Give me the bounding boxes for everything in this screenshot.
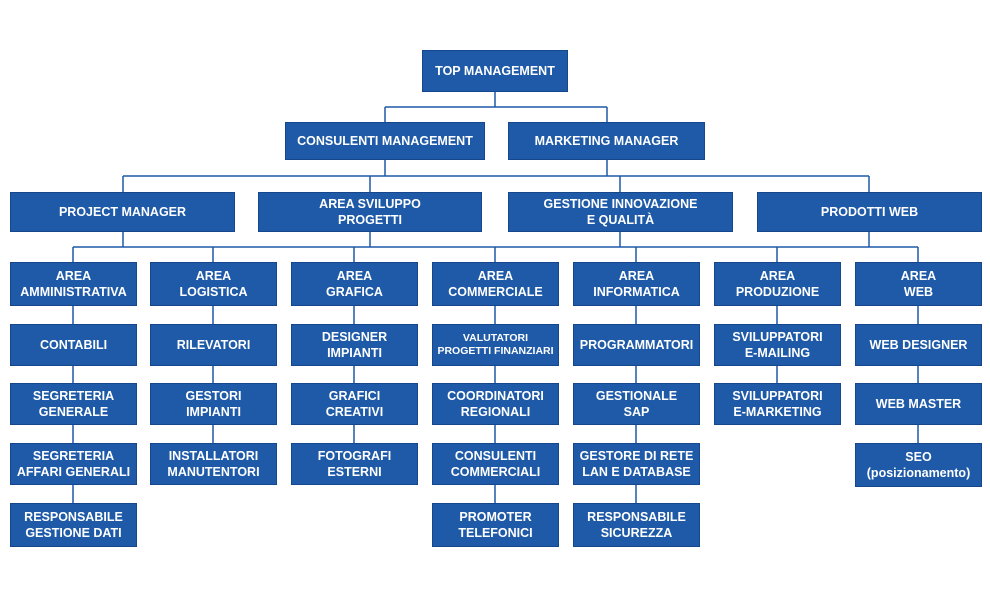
- node-area-informatica: AREA INFORMATICA: [573, 262, 700, 306]
- node-responsabile-sicurezza: RESPONSABILE SICUREZZA: [573, 503, 700, 547]
- node-web-designer: WEB DESIGNER: [855, 324, 982, 366]
- node-sviluppatori-e-marketing: SVILUPPATORI E-MARKETING: [714, 383, 841, 425]
- node-installatori-manutentori: INSTALLATORI MANUTENTORI: [150, 443, 277, 485]
- node-top-management: TOP MANAGEMENT: [422, 50, 568, 92]
- node-promoter-telefonici: PROMOTER TELEFONICI: [432, 503, 559, 547]
- node-prodotti-web: PRODOTTI WEB: [757, 192, 982, 232]
- node-area-sviluppo-progetti: AREA SVILUPPO PROGETTI: [258, 192, 482, 232]
- node-area-amministrativa: AREA AMMINISTRATIVA: [10, 262, 137, 306]
- node-area-logistica: AREA LOGISTICA: [150, 262, 277, 306]
- node-fotografi-esterni: FOTOGRAFI ESTERNI: [291, 443, 418, 485]
- node-segreteria-generale: SEGRETERIA GENERALE: [10, 383, 137, 425]
- node-contabili: CONTABILI: [10, 324, 137, 366]
- node-marketing-manager: MARKETING MANAGER: [508, 122, 705, 160]
- node-gestori-impianti: GESTORI IMPIANTI: [150, 383, 277, 425]
- node-rilevatori: RILEVATORI: [150, 324, 277, 366]
- node-seo: SEO (posizionamento): [855, 443, 982, 487]
- node-gestione-innovazione-e-qualita: GESTIONE INNOVAZIONE E QUALITÀ: [508, 192, 733, 232]
- node-consulenti-commerciali: CONSULENTI COMMERCIALI: [432, 443, 559, 485]
- node-consulenti-management: CONSULENTI MANAGEMENT: [285, 122, 485, 160]
- node-designer-impianti: DESIGNER IMPIANTI: [291, 324, 418, 366]
- node-segreteria-affari-generali: SEGRETERIA AFFARI GENERALI: [10, 443, 137, 485]
- node-area-commerciale: AREA COMMERCIALE: [432, 262, 559, 306]
- node-programmatori: PROGRAMMATORI: [573, 324, 700, 366]
- node-area-produzione: AREA PRODUZIONE: [714, 262, 841, 306]
- node-project-manager: PROJECT MANAGER: [10, 192, 235, 232]
- node-gestionale-sap: GESTIONALE SAP: [573, 383, 700, 425]
- node-grafici-creativi: GRAFICI CREATIVI: [291, 383, 418, 425]
- node-area-web: AREA WEB: [855, 262, 982, 306]
- node-valutatori-progetti-finanziari: VALUTATORI PROGETTI FINANZIARI: [432, 324, 559, 366]
- node-sviluppatori-e-mailing: SVILUPPATORI E-MAILING: [714, 324, 841, 366]
- node-responsabile-gestione-dati: RESPONSABILE GESTIONE DATI: [10, 503, 137, 547]
- node-web-master: WEB MASTER: [855, 383, 982, 425]
- node-gestore-di-rete-lan-e-database: GESTORE DI RETE LAN E DATABASE: [573, 443, 700, 485]
- node-area-grafica: AREA GRAFICA: [291, 262, 418, 306]
- node-coordinatori-regionali: COORDINATORI REGIONALI: [432, 383, 559, 425]
